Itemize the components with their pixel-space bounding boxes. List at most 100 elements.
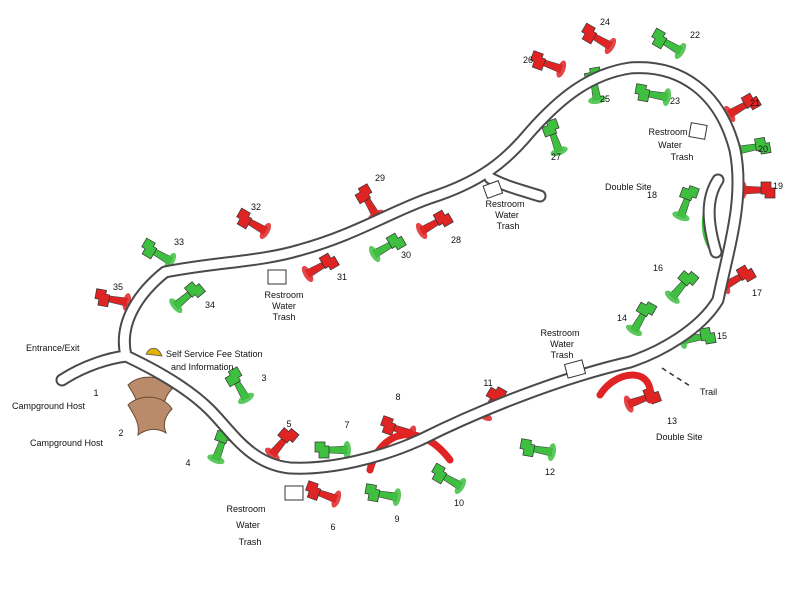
site-apron-22 (674, 42, 687, 60)
site-pad-18 (679, 185, 700, 202)
campground-host-label-2: Campground Host (30, 438, 104, 448)
site-apron-10 (454, 477, 467, 495)
restroom-top-right: Restroom Water Trash (648, 122, 708, 162)
site-pad-28 (432, 209, 454, 228)
svg-text:Restroom: Restroom (648, 127, 687, 137)
site-pad-6 (305, 480, 322, 501)
site-apron-32 (259, 222, 272, 240)
site-apron-27 (550, 146, 568, 157)
campsite-14[interactable] (624, 298, 658, 338)
site-number-20: 20 (758, 144, 768, 154)
site-number-26: 26 (523, 55, 533, 65)
campsite-18[interactable] (671, 183, 700, 223)
road-network (55, 61, 745, 475)
site-apron-6 (331, 490, 342, 508)
site-apron-26 (556, 60, 567, 78)
site-number-24: 24 (600, 17, 610, 27)
campsite-24[interactable] (578, 22, 618, 56)
svg-text:Water: Water (550, 339, 574, 349)
campsite-3[interactable] (222, 366, 256, 406)
site-apron-13 (623, 395, 634, 413)
double-site-loop-13 (596, 371, 654, 404)
campsite-13[interactable] (622, 385, 662, 414)
campsite-22[interactable] (648, 27, 688, 61)
campsite-32[interactable] (233, 207, 273, 241)
site-number-17: 17 (752, 288, 762, 298)
campsite-28[interactable] (414, 207, 454, 241)
campsite-23[interactable] (634, 83, 673, 107)
site-apron-4 (207, 454, 225, 465)
site-pad-5 (277, 427, 300, 444)
restroom-top-center: Restroom Water Trash (482, 180, 525, 231)
site-number-32: 32 (251, 202, 261, 212)
site-number-15: 15 (717, 331, 727, 341)
site-apron-21 (723, 105, 736, 123)
svg-text:Trash: Trash (671, 152, 694, 162)
svg-text:Trash: Trash (273, 312, 296, 322)
campsite-34[interactable] (167, 278, 206, 315)
site-number-6: 6 (330, 522, 335, 532)
site-pad-14 (635, 301, 658, 318)
site-number-34: 34 (205, 300, 215, 310)
campsite-16[interactable] (663, 267, 700, 306)
site-number-7: 7 (344, 420, 349, 430)
site-pad-33 (141, 237, 158, 260)
fee-station-marker (145, 347, 163, 357)
site-number-19: 19 (773, 181, 783, 191)
site-pad-15 (699, 326, 717, 345)
site-pad-16 (677, 270, 700, 287)
site-number-18: 18 (647, 190, 657, 200)
site-number-22: 22 (690, 30, 700, 40)
svg-text:Trash: Trash (551, 350, 574, 360)
site-apron-16 (664, 290, 680, 304)
site-number-11: 11 (483, 378, 492, 388)
campsite-27[interactable] (540, 118, 569, 158)
site-pad-32 (236, 207, 253, 230)
site-numbers-layer: 1234567891011121314151617181920212223242… (93, 17, 783, 532)
site-pad-9 (364, 483, 381, 503)
campsite-6[interactable] (303, 480, 343, 509)
site-number-30: 30 (401, 250, 411, 260)
svg-text:Water: Water (495, 210, 519, 220)
svg-text:Water: Water (272, 301, 296, 311)
site-number-5: 5 (286, 419, 291, 429)
site-apron-25 (588, 95, 606, 105)
trail-path (661, 367, 691, 387)
site-pad-29 (354, 183, 373, 205)
svg-text:Restroom: Restroom (485, 199, 524, 209)
svg-text:Water: Water (658, 140, 682, 150)
campsite-2[interactable] (127, 396, 173, 437)
site-pad-8 (380, 415, 397, 436)
site-number-16: 16 (653, 263, 663, 273)
site-number-8: 8 (395, 392, 400, 402)
site-number-9: 9 (394, 514, 399, 524)
site-apron-3 (237, 392, 255, 405)
site-number-1: 1 (93, 388, 98, 398)
campsite-21[interactable] (722, 90, 762, 124)
site-number-2: 2 (118, 428, 123, 438)
site-apron-7 (343, 441, 351, 459)
site-pad-17 (735, 264, 757, 283)
site-pad-34 (183, 281, 206, 299)
site-number-33: 33 (174, 237, 184, 247)
campsite-7[interactable] (314, 441, 351, 459)
fee-station-info-label: and Information (171, 362, 234, 372)
campsite-30[interactable] (367, 230, 407, 264)
double-site-18-label: Double Site (605, 182, 652, 192)
site-number-28: 28 (451, 235, 461, 245)
site-apron-28 (415, 222, 428, 240)
campsite-10[interactable] (428, 462, 468, 496)
site-apron-18 (672, 211, 690, 222)
campsite-26[interactable] (528, 50, 568, 79)
site-number-29: 29 (375, 173, 385, 183)
campsite-31[interactable] (300, 250, 340, 284)
campsite-5[interactable] (263, 424, 300, 463)
trail-label: Trail (700, 387, 717, 397)
site-number-10: 10 (454, 498, 464, 508)
host-site-shape-2 (127, 396, 173, 437)
campsite-9[interactable] (364, 483, 403, 507)
site-number-12: 12 (545, 467, 555, 477)
campsite-12[interactable] (519, 438, 558, 462)
site-pad-7 (314, 441, 330, 459)
site-number-3: 3 (261, 373, 266, 383)
